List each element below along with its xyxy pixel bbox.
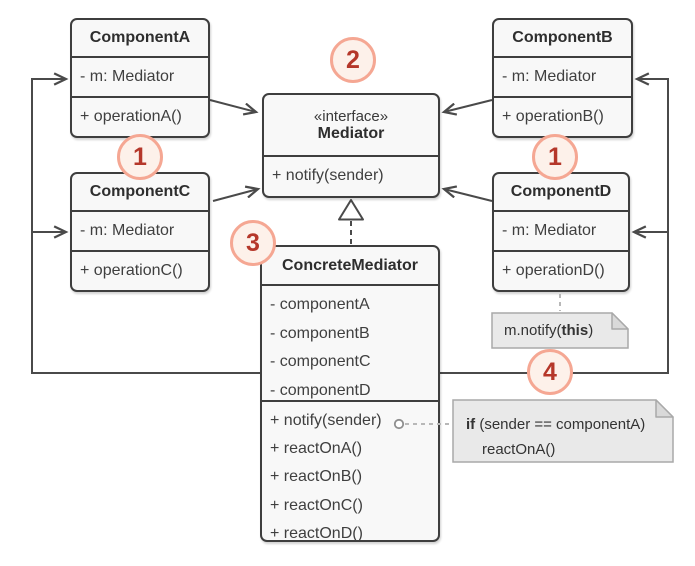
class-operation: + operationC() (80, 262, 183, 279)
class-attribute: - m: Mediator (72, 212, 208, 252)
arrow-componentb-to-mediator (444, 99, 493, 112)
class-name: ConcreteMediator (262, 247, 438, 286)
class-method: + reactOnD() (270, 524, 363, 542)
badge-1-left: 1 (117, 134, 163, 180)
class-field: - componentB (270, 324, 370, 342)
class-name: Mediator (317, 124, 385, 142)
class-attribute: - m: Mediator (72, 58, 208, 98)
class-componenta: ComponentA - m: Mediator + operationA() (70, 18, 210, 138)
class-componentb: ComponentB - m: Mediator + operationB() (492, 18, 633, 138)
class-operation: + operationD() (502, 262, 605, 279)
class-concretemediator: ConcreteMediator - componentA - componen… (260, 245, 440, 542)
methods-section: + notify(sender) + reactOnA() + reactOnB… (262, 402, 438, 553)
badge-3: 3 (230, 220, 276, 266)
class-field: - componentD (270, 381, 371, 399)
fields-section: - componentA - componentB - componentC -… (262, 286, 438, 402)
arrow-componenta-to-mediator (209, 99, 256, 112)
badge-1-right: 1 (532, 134, 578, 180)
badge-4: 4 (527, 349, 573, 395)
arrow-componentc-to-mediator (212, 189, 258, 202)
class-operation: + operationA() (80, 108, 182, 125)
interface-stereotype: «interface» (313, 107, 389, 125)
note-mnotify-text: m.notify(this) (504, 322, 594, 339)
class-method: + reactOnA() (270, 440, 363, 458)
class-operation: + operationB() (502, 108, 604, 125)
arrow-componentd-to-mediator (444, 189, 493, 202)
class-componentd: ComponentD - m: Mediator + operationD() (492, 172, 630, 292)
class-field: - componentC (270, 353, 371, 370)
class-attribute: - m: Mediator (494, 212, 628, 252)
class-name: ComponentB (494, 20, 631, 58)
class-field: - componentA (270, 296, 370, 313)
interface-mediator: «interface» Mediator + notify(sender) (262, 93, 440, 198)
realization-triangle-arrowhead (338, 199, 364, 221)
class-method: + notify(sender) (270, 412, 382, 429)
class-componentc: ComponentC - m: Mediator + operationC() (70, 172, 210, 292)
note-if-sender-text: if (sender == componentA)reactOnA() (466, 416, 646, 458)
class-name: ComponentA (72, 20, 208, 58)
badge-2: 2 (330, 37, 376, 83)
class-method: + reactOnB() (270, 468, 363, 486)
class-operation: + notify(sender) (272, 167, 384, 184)
class-method: + reactOnC() (270, 496, 363, 514)
class-attribute: - m: Mediator (494, 58, 631, 98)
class-name: ComponentD (494, 174, 628, 212)
